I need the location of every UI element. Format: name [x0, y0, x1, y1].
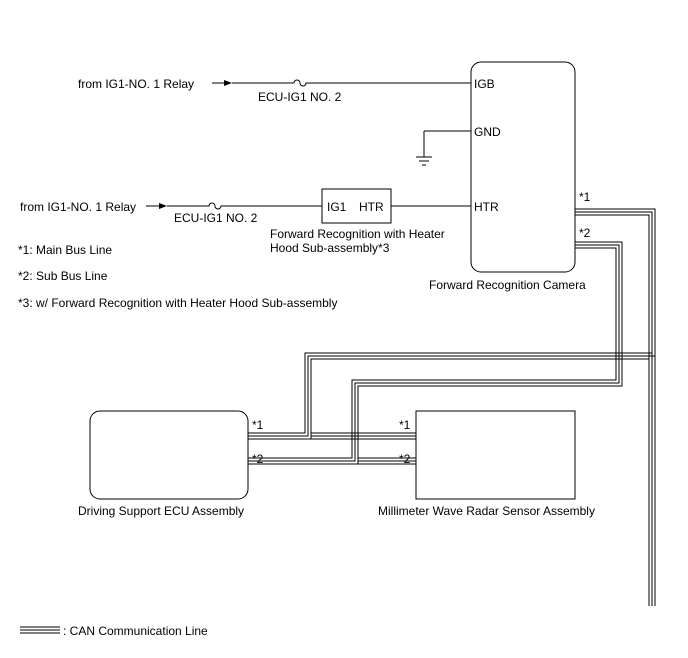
bottom-fuse-label: ECU-IG1 NO. 2: [174, 211, 258, 225]
camera-bus-tag-main: *1: [579, 190, 591, 204]
arrow-icon: [159, 203, 167, 209]
camera-bus-tag-sub: *2: [579, 226, 591, 240]
note-sub-bus: *2: Sub Bus Line: [18, 269, 108, 283]
millimeter-wave-radar-sensor: *1 *2 Millimeter Wave Radar Sensor Assem…: [378, 410, 595, 518]
camera-pin-gnd: GND: [474, 125, 501, 139]
ecu-name: Driving Support ECU Assembly: [78, 504, 244, 518]
note-heater: *3: w/ Forward Recognition with Heater H…: [18, 296, 337, 310]
ground-icon: [416, 156, 432, 166]
heater-hood-box: [321, 188, 392, 224]
heater-pin-ig1: IG1: [327, 200, 347, 214]
arrow-icon: [224, 80, 232, 86]
radar-bus-tag-sub: *2: [399, 452, 411, 466]
top-power-line: from IG1-NO. 1 Relay ECU-IG1 NO. 2: [78, 77, 471, 104]
ecu-bus-tag-sub: *2: [252, 452, 264, 466]
can-line-icon: [20, 626, 60, 634]
camera-pin-htr: HTR: [474, 200, 499, 214]
radar-bus-tag-main: *1: [399, 418, 411, 432]
forward-recognition-camera: IGB GND HTR Forward Recognition Camera *…: [429, 61, 591, 292]
notes: *1: Main Bus Line *2: Sub Bus Line *3: w…: [18, 243, 337, 310]
can-bus-lines: [248, 208, 656, 606]
legend-label: : CAN Communication Line: [63, 624, 208, 638]
fuse-icon: [283, 79, 317, 87]
heater-hood-name-line1: Forward Recognition with Heater: [270, 227, 445, 241]
note-main-bus: *1: Main Bus Line: [18, 243, 112, 257]
radar-name: Millimeter Wave Radar Sensor Assembly: [378, 504, 595, 518]
gnd-line: [416, 130, 471, 166]
fuse-icon: [200, 202, 230, 210]
camera-name: Forward Recognition Camera: [429, 278, 586, 292]
driving-support-ecu: *1 *2 Driving Support ECU Assembly: [78, 410, 264, 518]
top-relay-label: from IG1-NO. 1 Relay: [78, 77, 194, 91]
heater-hood-name-line2: Hood Sub-assembly*3: [270, 241, 390, 255]
heater-pin-htr: HTR: [359, 200, 384, 214]
bottom-relay-label: from IG1-NO. 1 Relay: [20, 200, 136, 214]
top-fuse-label: ECU-IG1 NO. 2: [258, 90, 342, 104]
ecu-bus-tag-main: *1: [252, 418, 264, 432]
legend: : CAN Communication Line: [20, 624, 208, 638]
heater-power-line: from IG1-NO. 1 Relay ECU-IG1 NO. 2 IG1 H…: [20, 188, 471, 255]
camera-pin-igb: IGB: [474, 77, 495, 91]
